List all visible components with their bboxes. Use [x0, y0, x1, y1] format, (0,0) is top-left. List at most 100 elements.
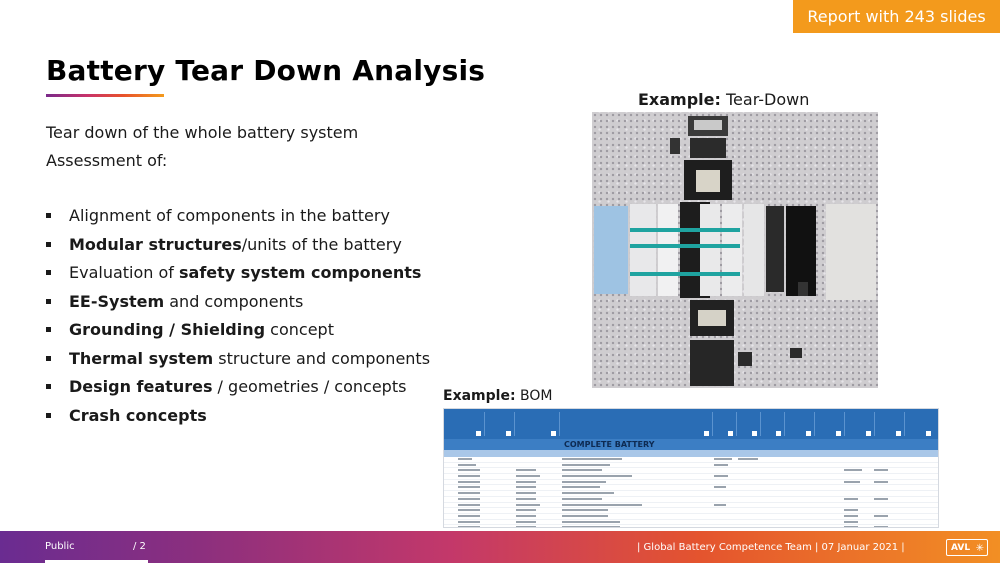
table-row — [444, 508, 938, 514]
footer-bar: Public / 2 | Global Battery Competence T… — [0, 531, 1000, 563]
assessment-list: Alignment of components in the battery M… — [46, 206, 436, 434]
photo-part — [766, 206, 784, 292]
classification-label: Public — [45, 541, 75, 552]
square-bullet-icon — [46, 241, 51, 247]
table-row — [444, 463, 938, 469]
list-item: Grounding / Shielding concept — [46, 320, 436, 340]
title-underline — [46, 94, 164, 97]
bom-rows — [444, 457, 938, 527]
photo-part — [826, 204, 876, 300]
slide-count-badge[interactable]: Report with 243 slides — [793, 0, 1000, 33]
filter-icon[interactable] — [926, 431, 931, 436]
bom-col-divider — [814, 412, 815, 436]
photo-part — [738, 352, 752, 366]
logo-text: AVL — [951, 543, 971, 553]
teardown-photo — [592, 112, 878, 388]
list-item: EE-System and components — [46, 292, 436, 312]
photo-part — [744, 204, 764, 296]
bullet-bold: safety system components — [179, 263, 422, 282]
photo-part — [690, 138, 726, 158]
bom-col-divider — [760, 412, 761, 436]
table-row — [444, 485, 938, 492]
bom-col-divider — [712, 412, 713, 436]
square-bullet-icon — [46, 327, 51, 332]
footer-team-date: | Global Battery Competence Team | 07 Ja… — [637, 542, 905, 553]
filter-icon[interactable] — [806, 431, 811, 436]
bom-col-divider — [736, 412, 737, 436]
photo-part — [670, 138, 680, 154]
teardown-caption: Example: Tear-Down — [638, 90, 809, 109]
photo-part — [722, 204, 742, 296]
table-row — [444, 491, 938, 497]
filter-icon[interactable] — [728, 431, 733, 436]
bom-col-divider — [484, 412, 485, 436]
bullet-text: / geometries / concepts — [212, 377, 407, 396]
bom-col-divider — [874, 412, 875, 436]
asterisk-icon: ✳ — [975, 543, 984, 554]
photo-part — [700, 204, 720, 296]
intro-line-2: Assessment of: — [46, 151, 168, 170]
bullet-bold: EE-System — [69, 291, 165, 311]
table-row — [444, 514, 938, 520]
photo-part — [798, 282, 808, 296]
square-bullet-icon — [46, 355, 51, 361]
square-bullet-icon — [46, 298, 51, 304]
bom-summary-row — [444, 439, 938, 450]
bom-col-divider — [784, 412, 785, 436]
table-row — [444, 480, 938, 486]
bom-header — [444, 409, 938, 439]
square-bullet-icon — [46, 412, 51, 418]
filter-icon[interactable] — [836, 431, 841, 436]
bullet-bold: Grounding / Shielding — [69, 320, 266, 339]
filter-icon[interactable] — [506, 431, 511, 436]
bullet-bold: Crash concepts — [69, 405, 207, 425]
list-item: Crash concepts — [46, 406, 436, 426]
bullet-text: /units of the battery — [241, 234, 402, 254]
filter-icon[interactable] — [896, 431, 901, 436]
avl-logo-icon: AVL ✳ — [946, 539, 988, 556]
filter-icon[interactable] — [551, 431, 556, 436]
bullet-text: Alignment of components in the battery — [69, 206, 390, 225]
list-item: Alignment of components in the battery — [46, 206, 436, 226]
photo-part — [630, 272, 740, 276]
page-title: Battery Tear Down Analysis — [46, 54, 486, 87]
table-row — [444, 457, 938, 463]
intro-line-1: Tear down of the whole battery system — [46, 123, 359, 142]
bom-col-divider — [904, 412, 905, 436]
bom-caption: Example: BOM — [443, 388, 552, 404]
photo-part — [786, 206, 816, 296]
table-row — [444, 497, 938, 503]
caption-label: Example: — [443, 388, 516, 404]
filter-icon[interactable] — [866, 431, 871, 436]
table-row — [444, 468, 938, 475]
photo-part — [630, 228, 740, 232]
bullet-text: and components — [164, 291, 304, 311]
bullet-bold: Modular structures — [69, 234, 242, 254]
photo-part — [698, 310, 726, 326]
square-bullet-icon — [46, 213, 51, 218]
filter-icon[interactable] — [752, 431, 757, 436]
bullet-text: concept — [265, 320, 334, 339]
list-item: Modular structures/units of the battery — [46, 235, 436, 255]
photo-part — [790, 348, 802, 358]
caption-value: Tear-Down — [726, 90, 810, 109]
filter-icon[interactable] — [476, 431, 481, 436]
list-item: Evaluation of safety system components — [46, 263, 436, 283]
list-item: Thermal system structure and components — [46, 349, 436, 369]
page-number: / 2 — [133, 541, 146, 552]
bullet-bold: Design features — [69, 377, 213, 396]
photo-part — [594, 206, 628, 294]
table-row — [444, 520, 938, 526]
filter-icon[interactable] — [776, 431, 781, 436]
filter-icon[interactable] — [704, 431, 709, 436]
bullet-bold: Thermal system — [69, 348, 214, 368]
photo-part — [658, 204, 678, 296]
bom-col-divider — [844, 412, 845, 436]
table-row — [444, 474, 938, 480]
bom-col-divider — [514, 412, 515, 436]
bom-col-divider — [559, 412, 560, 436]
photo-part — [690, 340, 734, 386]
photo-part — [696, 170, 720, 192]
photo-part — [630, 204, 656, 296]
bom-summary-label: COMPLETE BATTERY — [564, 440, 655, 449]
